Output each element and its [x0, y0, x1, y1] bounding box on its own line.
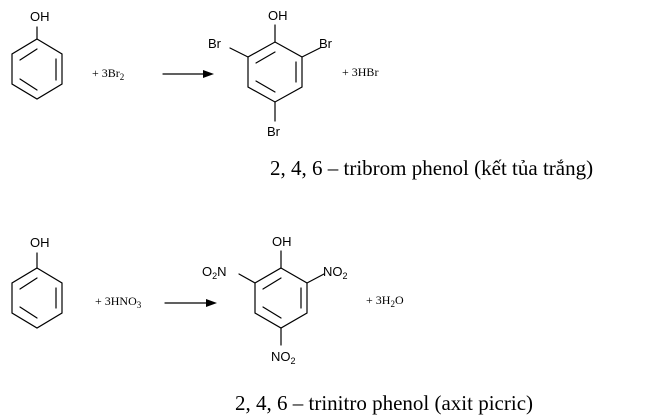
reagent-hno3: + 3HNO3	[95, 294, 142, 310]
ring-double-bond	[19, 48, 38, 61]
benzene-ring	[11, 38, 63, 100]
no2-label-bottom: NO2	[271, 349, 296, 366]
reaction-bromination: OH + 3Br2 OH Br Br Br	[11, 8, 593, 180]
reaction-nitration: OH + 3HNO3 OH O2N NO2 NO2	[11, 234, 533, 415]
product-tribromophenol: OH Br Br Br	[208, 8, 333, 139]
caption-tribromophenol: 2, 4, 6 – tribrom phenol (kết tủa trắng)	[270, 156, 593, 180]
benzene-ring	[254, 267, 308, 329]
byproduct-hbr: + 3HBr	[342, 65, 378, 79]
br-bond-right	[301, 47, 321, 58]
br-label-right: Br	[319, 36, 333, 51]
product-oh-label: OH	[272, 234, 292, 249]
no2-bond-left	[238, 273, 256, 284]
ring-double-bond	[262, 306, 282, 319]
br-label-bottom: Br	[267, 124, 281, 139]
reactant-phenol-2: OH	[11, 235, 63, 329]
br-label-left: Br	[208, 36, 222, 51]
ring-double-bond	[19, 306, 38, 319]
reagent-br2: + 3Br2	[92, 66, 124, 82]
caption-trinitrophenol: 2, 4, 6 – trinitro phenol (axit picric)	[235, 391, 533, 415]
reactant-oh-label: OH	[30, 235, 50, 250]
no2-label-right: NO2	[323, 264, 348, 281]
byproduct-h2o: + 3H2O	[366, 293, 404, 309]
br-bond-left	[229, 47, 249, 58]
reaction-arrow-2	[164, 299, 217, 307]
reactant-phenol-1: OH	[11, 9, 63, 100]
product-oh-label: OH	[268, 8, 288, 23]
ring-double-bond	[255, 51, 276, 64]
ring-double-bond	[19, 78, 38, 91]
benzene-ring	[247, 41, 303, 103]
reaction-arrow-1	[162, 70, 214, 78]
reactant-oh-label: OH	[30, 9, 50, 24]
no2-label-left: O2N	[202, 264, 227, 281]
no2-bond-right	[306, 273, 325, 284]
ring-double-bond	[19, 277, 38, 290]
benzene-ring	[11, 267, 63, 329]
ring-double-bond	[262, 277, 282, 290]
product-trinitrophenol: OH O2N NO2 NO2	[202, 234, 348, 366]
ring-double-bond	[255, 80, 276, 93]
